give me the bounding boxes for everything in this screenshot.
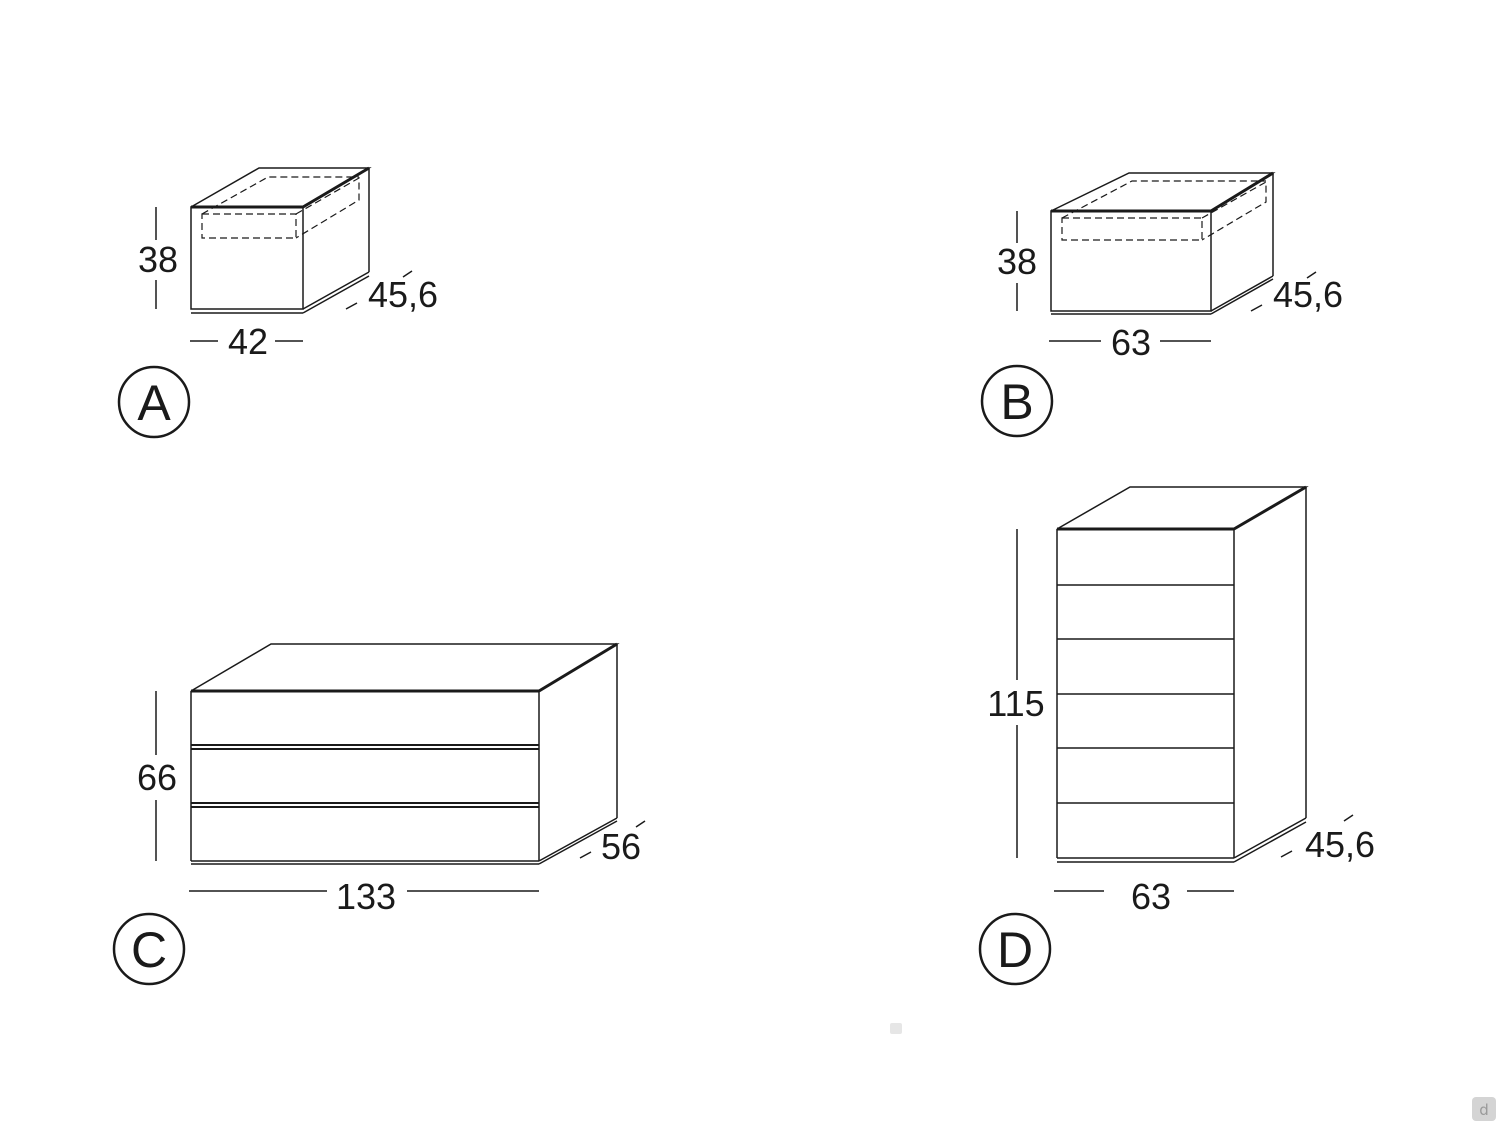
width-label-c: 133: [336, 876, 396, 917]
cabinet-a-drawing: [190, 166, 372, 314]
dimension-lines-d: [1016, 529, 1354, 892]
cabinet-b-drawing: [1050, 171, 1276, 315]
figure-d: 115 63 45,6 D: [978, 485, 1375, 986]
height-label-d: 115: [987, 683, 1044, 724]
figure-letter-a: A: [137, 375, 171, 431]
dimension-lines-a: [155, 207, 413, 342]
width-label-b: 63: [1111, 322, 1151, 363]
figure-label-c: C: [112, 912, 186, 986]
depth-label-d: 45,6: [1305, 824, 1375, 865]
figure-a: 38 42 45,6 A: [117, 166, 438, 439]
drawer-fronts-c: [191, 744, 539, 808]
figure-letter-d: D: [997, 922, 1033, 978]
figure-letter-c: C: [131, 922, 167, 978]
depth-label-b: 45,6: [1273, 274, 1343, 315]
height-label-a: 38: [138, 239, 178, 280]
dimension-lines-b: [1016, 211, 1317, 342]
height-label-c: 66: [137, 757, 177, 798]
watermark-logo-icon: d: [1472, 1097, 1496, 1121]
figure-label-a: A: [117, 365, 191, 439]
drawer-fronts-d: [1057, 584, 1234, 804]
figure-label-d: D: [978, 912, 1052, 986]
figure-b: 38 63 45,6 B: [980, 171, 1343, 438]
height-label-b: 38: [997, 241, 1037, 282]
cabinet-c-drawing: [190, 642, 620, 865]
depth-label-a: 45,6: [368, 274, 438, 315]
width-label-d: 63: [1131, 876, 1171, 917]
figure-c: 66 133 56 C: [112, 642, 646, 986]
cabinet-d-drawing: [1056, 485, 1309, 863]
width-label-a: 42: [228, 321, 268, 362]
figure-letter-b: B: [1000, 374, 1033, 430]
stray-mark: [890, 1023, 902, 1034]
figure-label-b: B: [980, 364, 1054, 438]
dimension-lines-c: [155, 691, 646, 892]
watermark-glyph: d: [1479, 1101, 1489, 1119]
depth-label-c: 56: [601, 826, 641, 867]
